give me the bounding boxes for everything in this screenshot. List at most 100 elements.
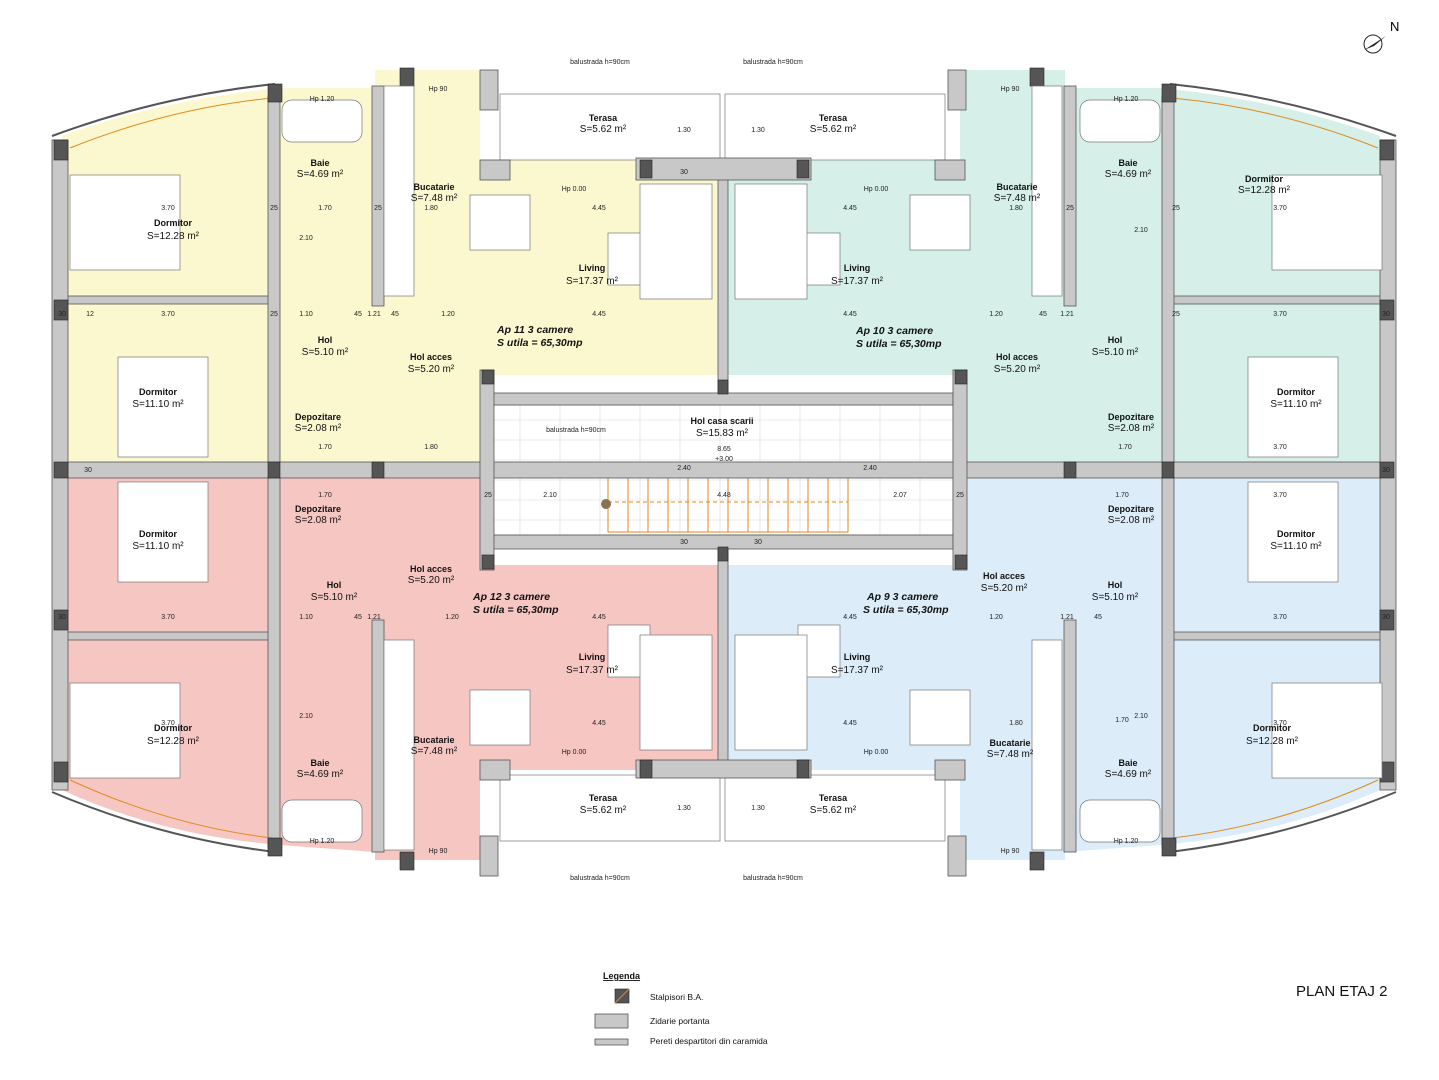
apartment-title: Ap 11 3 camere — [496, 324, 573, 336]
column — [267, 837, 283, 857]
wall-terrace-bl — [635, 759, 812, 779]
bed-icon — [1247, 356, 1339, 458]
wall-center-bot — [717, 548, 729, 776]
dimension: 2.10 — [299, 235, 313, 242]
wall-facade-bl — [479, 759, 511, 781]
bed-icon — [1271, 682, 1383, 779]
room-name: Bucatarie — [996, 182, 1037, 192]
apartment-area: S utila = 65,30mp — [497, 337, 583, 349]
room-area: S=5.20 m² — [408, 364, 455, 375]
sofa-icon — [639, 183, 713, 300]
hp-note: Hp 0.00 — [864, 749, 889, 756]
dimension: 2.40 — [863, 465, 877, 472]
dimension: 3.70 — [1273, 614, 1287, 621]
wall-center-top — [717, 159, 729, 394]
wall-stair-left — [479, 369, 495, 571]
dimension: 30 — [84, 467, 92, 474]
column — [1161, 83, 1177, 103]
wall-left-v2 — [371, 85, 385, 307]
column — [717, 546, 729, 562]
dimension: 4.48 — [717, 492, 731, 499]
room-name: Dormitor — [1277, 529, 1315, 539]
room-name: Bucatarie — [989, 738, 1030, 748]
stair-post-icon — [601, 499, 611, 509]
room-name: Terasa — [819, 793, 848, 803]
wall-kitchen-tr — [947, 69, 967, 111]
wall-stair-top — [492, 392, 954, 406]
dimension: 1.20 — [441, 311, 455, 318]
room-area: S=12.28 m² — [147, 736, 200, 747]
apartment-title: Ap 10 3 camere — [855, 325, 933, 337]
balustrade-note: balustrada h=90cm — [743, 59, 803, 66]
room-name: Living — [579, 263, 606, 273]
room-name: Depozitare — [1108, 504, 1154, 514]
legend-item-label: Pereti despartitori din caramida — [650, 1036, 768, 1046]
dimension: 45 — [1094, 614, 1102, 621]
wall-kitchen-tl — [479, 69, 499, 111]
room-name: Dormitor — [1245, 174, 1283, 184]
column — [481, 369, 495, 385]
room-area: S=11.10 m² — [1270, 541, 1322, 552]
room-area: S=2.08 m² — [1108, 423, 1155, 434]
room-area: S=2.08 m² — [1108, 515, 1155, 526]
dimension: 1.10 — [299, 311, 313, 318]
wall-right-v1 — [1161, 95, 1175, 463]
dimension: 45 — [1039, 311, 1047, 318]
hp-note: Hp 90 — [429, 848, 448, 855]
column — [796, 159, 810, 179]
dining-table-icon — [469, 194, 531, 251]
room-name: Hol — [318, 335, 333, 345]
room-name: Depozitare — [295, 412, 341, 422]
dimension: 30 — [58, 311, 66, 318]
dimension: 1.21 — [367, 614, 381, 621]
dimension: 1.20 — [989, 311, 1003, 318]
dimension: 3.70 — [1273, 492, 1287, 499]
room-area: S=5.20 m² — [408, 575, 455, 586]
sofa-icon — [639, 634, 713, 751]
room-area: S=11.10 m² — [132, 541, 184, 552]
room-area: S=12.28 m² — [1238, 185, 1291, 196]
hp-note: Hp 1.20 — [1114, 96, 1139, 103]
dimension: 2.10 — [1134, 227, 1148, 234]
dining-table-icon — [469, 689, 531, 746]
column — [1161, 461, 1175, 479]
dining-table-icon — [909, 689, 971, 746]
dimension: 4.45 — [843, 614, 857, 621]
dimension: 30 — [1382, 311, 1390, 318]
dimension: 3.70 — [1273, 444, 1287, 451]
balustrade-note: balustrada h=90cm — [570, 875, 630, 882]
room-name: Hol — [1108, 335, 1123, 345]
dimension: 3.70 — [1273, 720, 1287, 727]
room-name: Hol acces — [983, 571, 1025, 581]
dimension: 1.70 — [1115, 717, 1129, 724]
wall-right-mid-top — [1169, 295, 1383, 305]
facade-curve-tr — [1169, 83, 1397, 137]
dimension: 3.70 — [1273, 311, 1287, 318]
room-name: Baie — [1118, 158, 1137, 168]
dimension: 12 — [86, 311, 94, 318]
column — [954, 554, 968, 570]
dimension: 1.21 — [1060, 311, 1074, 318]
apartment-title: Ap 9 3 camere — [866, 591, 938, 603]
room-area: S=17.37 m² — [831, 665, 884, 676]
dimension: 3.70 — [161, 720, 175, 727]
bathtub-icon — [281, 99, 363, 143]
hp-note: Hp 90 — [1001, 86, 1020, 93]
room-name: Dormitor — [154, 723, 192, 733]
dimension: 4.45 — [592, 614, 606, 621]
room-name: Terasa — [589, 113, 618, 123]
dimension: 2.10 — [543, 492, 557, 499]
room-name: Bucatarie — [413, 182, 454, 192]
dimension: 4.45 — [843, 311, 857, 318]
dimension: 4.45 — [843, 205, 857, 212]
kitchen-counter-icon — [383, 639, 415, 851]
wall-right-mid-bot — [1169, 631, 1383, 641]
bed-icon — [1271, 174, 1383, 271]
column — [399, 851, 415, 871]
room-name: Baie — [1118, 758, 1137, 768]
apartment-area: S utila = 65,30mp — [473, 604, 559, 616]
wall-left-v2b — [371, 619, 385, 853]
room-name: Living — [844, 263, 871, 273]
dimension-labels: 4.45 4.45 4.45 4.45 4.45 4.45 4.45 4.45 … — [58, 127, 1390, 812]
room-name: Terasa — [589, 793, 618, 803]
